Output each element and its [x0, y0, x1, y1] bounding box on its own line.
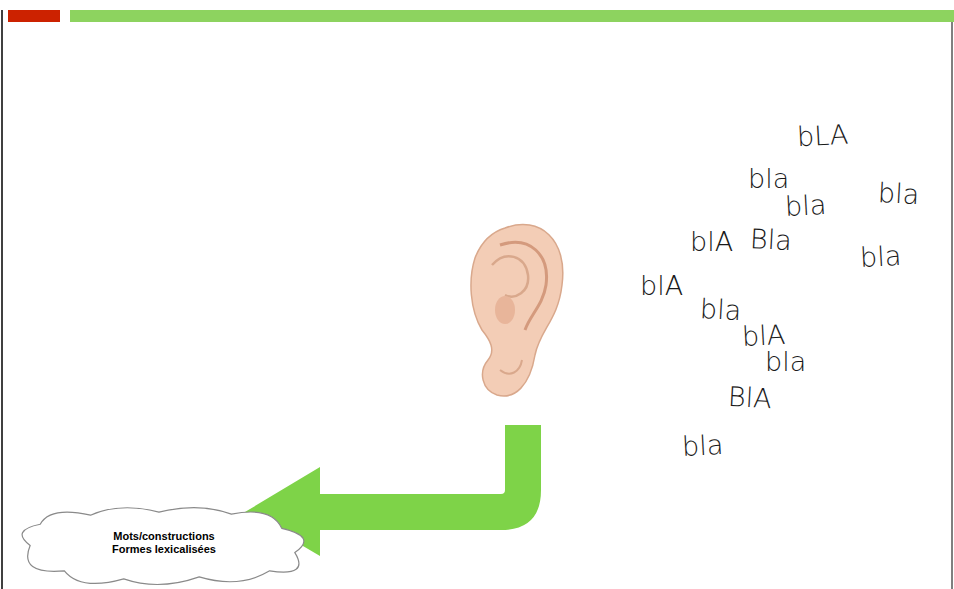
cloud-node: Mots/constructions Formes lexicalisées [8, 500, 320, 586]
handwritten-word: bla [765, 348, 806, 375]
handwritten-word: bLA [796, 121, 849, 151]
handwritten-word: bla [859, 242, 902, 271]
right-border [952, 22, 953, 589]
green-bar [70, 10, 954, 22]
ear-illustration [471, 225, 563, 396]
left-border [1, 10, 3, 589]
handwritten-word: blA [690, 228, 733, 255]
handwritten-word: bla [681, 431, 724, 460]
handwritten-word: blA [640, 272, 683, 299]
handwritten-word: bla [784, 191, 827, 220]
cloud-text: Mots/constructions Formes lexicalisées [102, 530, 227, 556]
handwritten-word: bla [748, 165, 789, 192]
handwritten-word: blA [741, 321, 785, 350]
handwritten-word: BlA [727, 383, 772, 412]
handwritten-word: bla [699, 295, 742, 324]
cloud-path [22, 508, 304, 585]
handwritten-word: Bla [749, 225, 792, 254]
red-bar [8, 10, 60, 22]
handwritten-word: bla [877, 179, 920, 208]
